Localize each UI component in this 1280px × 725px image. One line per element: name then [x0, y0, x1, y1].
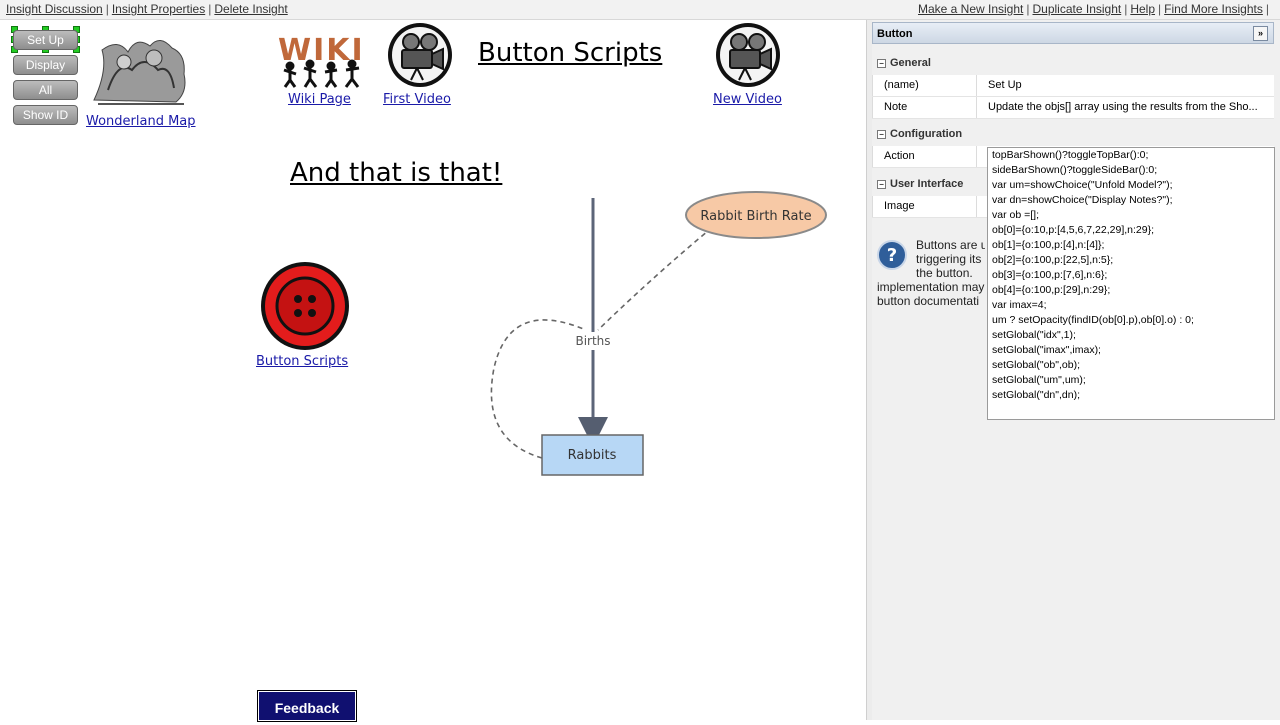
video-camera-icon[interactable]: [713, 22, 783, 88]
section-user-interface[interactable]: −User Interface: [872, 174, 1274, 194]
collapse-toggle-icon[interactable]: −: [877, 129, 886, 139]
page-title: Button Scripts: [478, 38, 663, 68]
help-text-line: triggering its: [916, 252, 982, 266]
code-line: var dn=showChoice("Display Notes?");: [992, 194, 1173, 206]
collapse-toggle-icon[interactable]: −: [877, 179, 886, 189]
property-row-name[interactable]: (name) Set Up: [872, 75, 1274, 97]
top-menu-bar: Insight Discussion|Insight Properties|De…: [0, 0, 1280, 20]
help-text-line: implementation may: [877, 280, 985, 294]
help-icon: ?: [877, 240, 907, 270]
help-box: ? Buttons are u triggering its the butto…: [877, 238, 985, 318]
help-text-line: the button.: [916, 266, 973, 280]
code-line: um ? setOpacity(findID(ob[0].p),ob[0].o)…: [992, 314, 1194, 326]
link-arrow[interactable]: [597, 215, 727, 331]
new-video-link[interactable]: New Video: [713, 92, 782, 107]
property-row-note[interactable]: Note Update the objs[] array using the r…: [872, 97, 1274, 119]
help-text-line: button documentati: [877, 294, 980, 308]
panel-header: Button »: [872, 22, 1274, 44]
video-camera-icon[interactable]: [385, 22, 455, 88]
stock-label: Rabbits: [568, 448, 617, 463]
variable-label: Rabbit Birth Rate: [700, 209, 811, 224]
insight-discussion-link[interactable]: Insight Discussion: [6, 2, 103, 16]
display-button[interactable]: Display: [13, 55, 78, 75]
button-scripts-link[interactable]: Button Scripts: [256, 354, 349, 369]
feedback-button[interactable]: Feedback: [257, 690, 357, 722]
code-line: topBarShown()?toggleTopBar():0;: [992, 149, 1149, 161]
code-line: sideBarShown()?toggleSideBar():0;: [992, 164, 1158, 176]
code-line: ob[0]={o:10,p:[4,5,6,7,22,29],n:29};: [992, 224, 1155, 236]
code-line: ob[3]={o:100,p:[7,6],n:6};: [992, 269, 1108, 281]
find-more-insights-link[interactable]: Find More Insights: [1164, 2, 1263, 16]
duplicate-insight-link[interactable]: Duplicate Insight: [1032, 2, 1122, 16]
property-key: Note: [872, 97, 977, 118]
property-key: Image: [872, 196, 977, 217]
help-link[interactable]: Help: [1130, 2, 1156, 16]
property-key: Action: [872, 146, 977, 167]
stock-node[interactable]: [541, 434, 644, 476]
panel-title: Button: [877, 28, 913, 40]
code-line: ob[1]={o:100,p:[4],n:[4]};: [992, 239, 1105, 251]
show-id-button[interactable]: Show ID: [13, 105, 78, 125]
subtitle-text: And that is that!: [290, 158, 503, 188]
delete-insight-link[interactable]: Delete Insight: [214, 2, 288, 16]
wiki-page-link[interactable]: Wiki Page: [288, 92, 351, 107]
make-new-insight-link[interactable]: Make a New Insight: [917, 2, 1024, 16]
setup-button[interactable]: Set Up: [13, 30, 78, 50]
wiki-logo-image[interactable]: WIKI: [276, 34, 366, 88]
help-text-line: Buttons are u: [916, 238, 985, 252]
first-video-link[interactable]: First Video: [383, 92, 451, 107]
code-line: ob[4]={o:100,p:[29],n:29};: [992, 284, 1111, 296]
red-button-icon[interactable]: [259, 260, 351, 352]
code-line: setGlobal("um",um);: [992, 374, 1086, 386]
feedback-link-arrow[interactable]: [490, 319, 587, 459]
property-value[interactable]: Set Up: [988, 79, 1022, 91]
code-line: setGlobal("imax",imax);: [992, 344, 1101, 356]
code-line: setGlobal("idx",1);: [992, 329, 1076, 341]
property-key: (name): [872, 75, 977, 96]
svg-text:?: ?: [887, 245, 897, 266]
code-line: setGlobal("ob",ob);: [992, 359, 1080, 371]
flow-label: Births: [575, 334, 610, 348]
code-line: var imax=4;: [992, 299, 1047, 311]
insight-properties-link[interactable]: Insight Properties: [111, 2, 206, 16]
wonderland-map-image[interactable]: [88, 30, 192, 110]
section-configuration[interactable]: −Configuration: [872, 124, 1274, 144]
code-line: ob[2]={o:100,p:[22,5],n:5};: [992, 254, 1114, 266]
model-canvas[interactable]: Set Up Display All Show ID Wonderland Ma…: [0, 20, 866, 720]
collapse-toggle-icon[interactable]: −: [877, 58, 886, 68]
property-value[interactable]: Update the objs[] array using the result…: [988, 101, 1258, 113]
stock-flow-diagram[interactable]: Rabbit Birth Rate Births Rabbits: [480, 170, 840, 490]
code-line: setGlobal("dn",dn);: [992, 389, 1080, 401]
code-line: var ob =[];: [992, 209, 1039, 221]
action-code-editor[interactable]: topBarShown()?toggleTopBar():0; sideBarS…: [987, 147, 1275, 420]
collapse-icon[interactable]: »: [1253, 26, 1268, 41]
all-button[interactable]: All: [13, 80, 78, 100]
section-general[interactable]: −General: [872, 53, 1274, 73]
wonderland-map-link[interactable]: Wonderland Map: [86, 114, 196, 129]
code-line: var um=showChoice("Unfold Model?");: [992, 179, 1173, 191]
variable-node[interactable]: [685, 191, 827, 239]
